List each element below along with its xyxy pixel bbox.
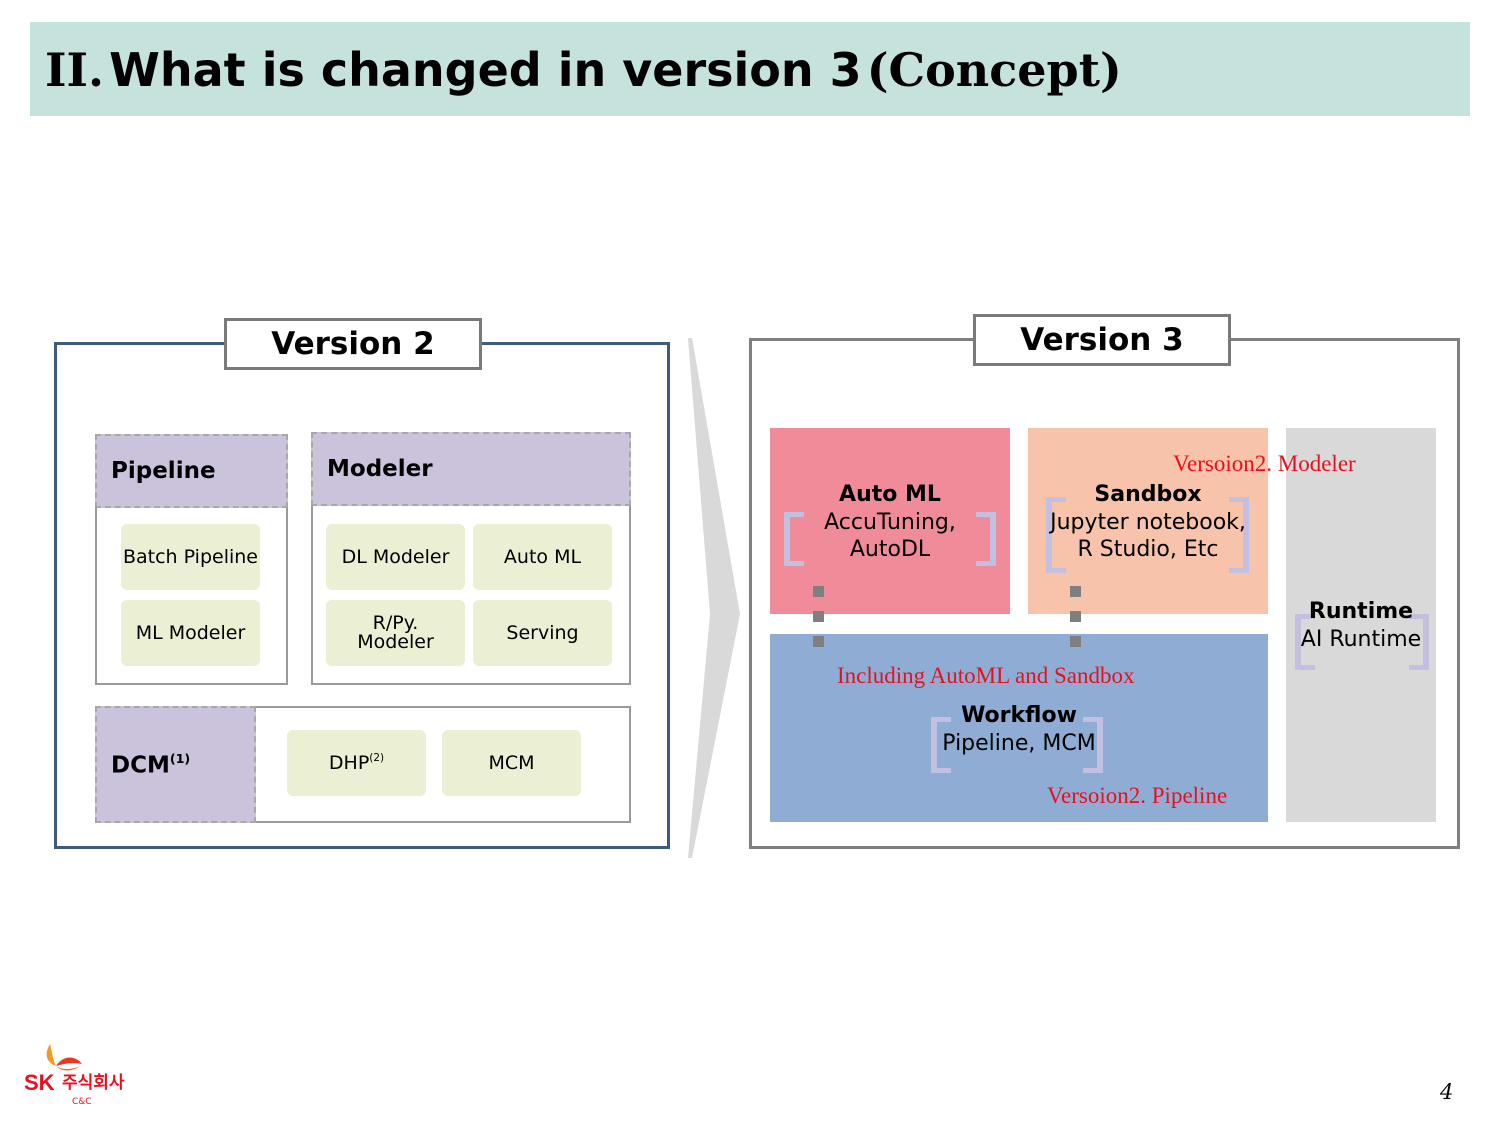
- including-note: Including AutoML and Sandbox: [837, 663, 1135, 688]
- version2-modeler-note: Versoion2. Modeler: [1173, 451, 1356, 476]
- automl-line2: AutoDL: [849, 537, 931, 562]
- runtime-text: Runtime AI Runtime: [1286, 598, 1436, 653]
- rpy-modeler-label-line2: Modeler: [357, 631, 434, 653]
- automl-line1: AccuTuning,: [824, 509, 956, 535]
- mcm-label: MCM: [488, 751, 535, 774]
- pipeline-header: Pipeline: [95, 434, 288, 508]
- page-number: 4: [1440, 1080, 1454, 1104]
- dcm-header: DCM(1): [95, 706, 256, 823]
- title-main-text: What is changed in version 3: [109, 43, 862, 97]
- runtime-right-bracket-icon: [1409, 614, 1429, 670]
- automl-text: Auto ML AccuTuning, AutoDL: [770, 481, 1010, 564]
- auto-ml-item: Auto ML: [473, 524, 612, 590]
- serving-item: Serving: [473, 600, 612, 666]
- sandbox-connector-dot: [1070, 586, 1081, 597]
- batch-pipeline-label: Batch Pipeline: [122, 545, 258, 568]
- dhp-label-wrap: DHP(2): [329, 753, 384, 773]
- workflow-text: Workflow Pipeline, MCM: [890, 702, 1148, 757]
- title-bar: [30, 22, 1470, 116]
- sandbox-connector-dot: [1070, 611, 1081, 622]
- mcm-item: MCM: [442, 730, 581, 796]
- version3-label: Version 3: [973, 314, 1231, 366]
- dcm-label: DCM: [111, 752, 170, 779]
- dhp-label: DHP: [328, 751, 370, 774]
- logo-korean-text: 주식회사: [62, 1073, 125, 1093]
- automl-left-bracket-icon: [784, 512, 804, 566]
- workflow-left-bracket-icon: [931, 717, 951, 773]
- automl-connector-dot: [813, 636, 824, 647]
- batch-pipeline-item: Batch Pipeline: [121, 524, 260, 590]
- workflow-line1: Pipeline, MCM: [942, 730, 1096, 756]
- automl-connector-dot: [813, 586, 824, 597]
- rpy-modeler-item: R/Py. Modeler: [326, 600, 465, 666]
- rpy-modeler-label-line1: R/Py.: [372, 612, 419, 634]
- sandbox-connector-dot: [1070, 636, 1081, 647]
- sandbox-right-bracket-icon: [1229, 497, 1249, 573]
- runtime-line1: AI Runtime: [1300, 626, 1422, 652]
- title-number: II.: [45, 43, 105, 97]
- modeler-header: Modeler: [311, 432, 631, 506]
- version2-label: Version 2: [224, 318, 482, 370]
- page-title: II. What is changed in version 3 (Concep…: [45, 38, 1122, 113]
- version2-label-text: Version 2: [271, 326, 435, 362]
- dl-modeler-item: DL Modeler: [326, 524, 465, 590]
- dhp-footnote-mark: (2): [369, 752, 385, 765]
- auto-ml-label: Auto ML: [503, 545, 582, 568]
- transition-chevron: [688, 338, 740, 858]
- logo-brand-text: SK: [24, 1070, 55, 1095]
- dcm-header-text: DCM(1): [111, 751, 190, 778]
- company-logo: SK 주식회사 C&C: [22, 1040, 152, 1110]
- runtime-block: [1286, 428, 1436, 822]
- dcm-footnote-mark: (1): [169, 750, 191, 766]
- sandbox-line1: Jupyter notebook,: [1050, 509, 1246, 535]
- runtime-left-bracket-icon: [1295, 614, 1315, 670]
- automl-right-bracket-icon: [976, 512, 996, 566]
- automl-title: Auto ML: [839, 482, 941, 507]
- sandbox-line2: R Studio, Etc: [1077, 537, 1219, 562]
- ml-modeler-label: ML Modeler: [135, 621, 246, 644]
- ml-modeler-item: ML Modeler: [121, 600, 260, 666]
- sandbox-text: Sandbox Jupyter notebook, R Studio, Etc: [1028, 481, 1268, 564]
- dl-modeler-label: DL Modeler: [341, 545, 450, 568]
- dhp-item: DHP(2): [287, 730, 426, 796]
- sandbox-block: [1028, 428, 1268, 614]
- workflow-right-bracket-icon: [1083, 717, 1103, 773]
- modeler-header-text: Modeler: [327, 456, 433, 482]
- serving-label: Serving: [506, 621, 579, 644]
- title-suffix: (Concept): [866, 43, 1122, 97]
- workflow-title: Workflow: [961, 703, 1077, 728]
- logo-sub-text: C&C: [72, 1097, 92, 1107]
- automl-block: [770, 428, 1010, 614]
- sk-butterfly-icon: SK 주식회사 C&C: [24, 1044, 125, 1107]
- sandbox-title: Sandbox: [1094, 482, 1202, 507]
- version2-pipeline-note: Versoion2. Pipeline: [1047, 783, 1228, 808]
- pipeline-header-text: Pipeline: [111, 458, 216, 484]
- automl-connector-dot: [813, 611, 824, 622]
- sandbox-left-bracket-icon: [1046, 497, 1066, 573]
- runtime-title: Runtime: [1308, 599, 1414, 624]
- workflow-block: [770, 634, 1268, 822]
- version3-label-text: Version 3: [1020, 322, 1184, 358]
